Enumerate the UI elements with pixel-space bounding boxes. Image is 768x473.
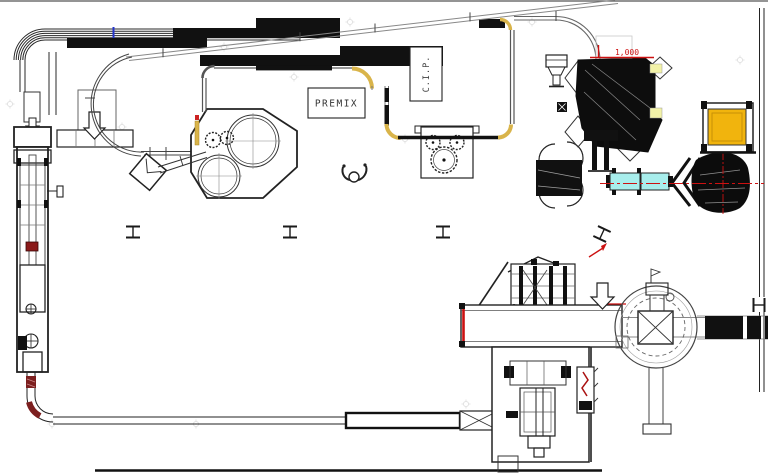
cap-feeder [128, 151, 208, 192]
premix-station: PREMIX [307, 87, 366, 119]
building-columns [125, 225, 766, 313]
blowmolder-infeed-conveyor [514, 11, 601, 61]
cip-label: C.I.P. [422, 56, 432, 93]
exit-conveyor [697, 315, 768, 340]
preform-conveyor [606, 157, 702, 207]
operator-figure [341, 163, 368, 183]
infeed-conveyor-packer [344, 410, 516, 431]
case-packer [459, 243, 626, 348]
sensor-flag [56, 185, 64, 198]
pump-unit [545, 54, 568, 112]
monoblock-filler [190, 108, 298, 199]
capper-machine [414, 125, 480, 179]
premix-conveyor-loop [201, 17, 515, 140]
bottle-elevator [56, 89, 134, 148]
pallet-magazine [700, 101, 756, 154]
overhead-diagonal-conveyor [125, 0, 619, 61]
packer-conveyor-band [460, 304, 623, 348]
hatched-curve [26, 401, 42, 419]
shrink-wrapper [491, 346, 592, 473]
air-conveyor-bars [67, 18, 505, 66]
lowerator [536, 141, 584, 209]
flow-arrow-down-icon [589, 282, 616, 310]
transfer-star [219, 130, 235, 146]
premix-label: PREMIX [315, 99, 358, 110]
rotary-table [614, 268, 712, 435]
status-block [25, 241, 39, 252]
cip-station: C.I.P. [409, 46, 443, 102]
blow-molder: 1,000 [564, 35, 673, 172]
hazard-zigzag-icon [581, 371, 589, 397]
dimension-label: 1,000 [615, 48, 639, 57]
hatched-section [26, 376, 36, 388]
left-line-machine [13, 117, 64, 373]
uturn-conveyor [85, 53, 206, 160]
highlight-tick [194, 120, 200, 146]
return-conveyor [26, 372, 346, 425]
electrical-cabinet [576, 366, 599, 414]
